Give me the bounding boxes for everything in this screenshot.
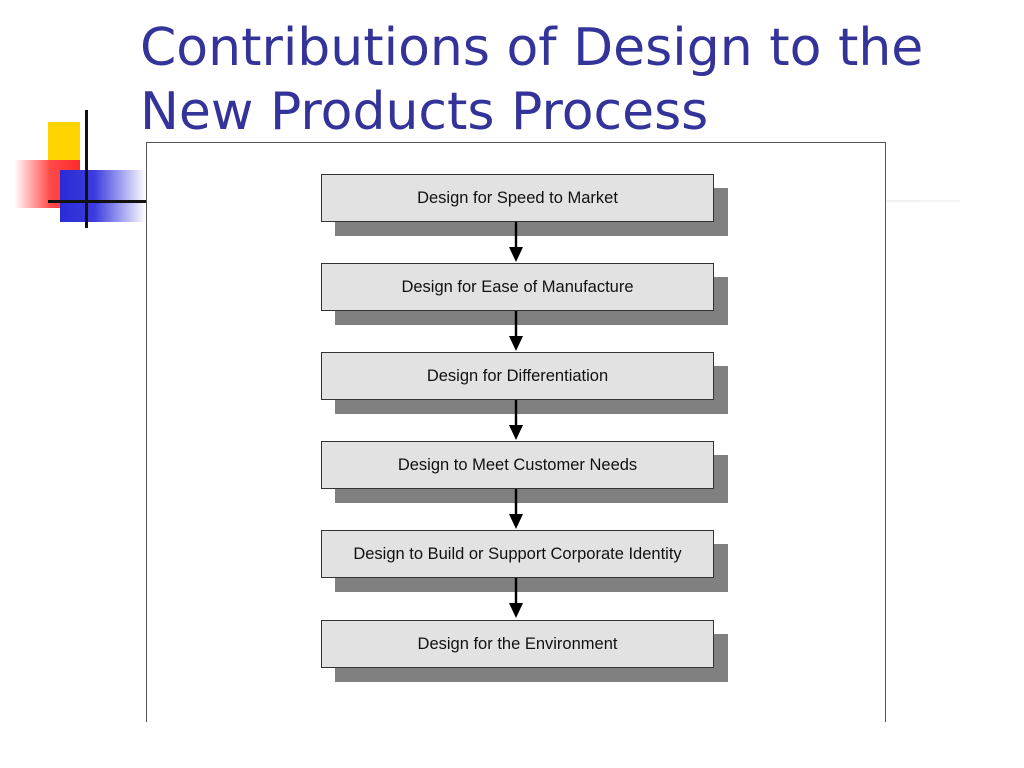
flow-arrow-down-icon: [509, 489, 523, 529]
flow-step-label: Design to Meet Customer Needs: [321, 441, 714, 489]
flow-step-differentiation: Design for Differentiation: [321, 352, 728, 414]
flow-arrow-down-icon: [509, 400, 523, 440]
flow-step-customer-needs: Design to Meet Customer Needs: [321, 441, 728, 503]
flow-step-label: Design for Speed to Market: [321, 174, 714, 222]
flow-arrow-down-icon: [509, 578, 523, 618]
flow-step-environment: Design for the Environment: [321, 620, 728, 682]
flow-step-label: Design to Build or Support Corporate Ide…: [321, 530, 714, 578]
slide-title: Contributions of Design to the New Produ…: [140, 18, 924, 142]
flow-step-corporate-identity: Design to Build or Support Corporate Ide…: [321, 530, 728, 592]
flow-step-speed-to-market: Design for Speed to Market: [321, 174, 728, 236]
flow-step-ease-of-manufacture: Design for Ease of Manufacture: [321, 263, 728, 325]
logo-blue-square: [60, 170, 146, 222]
flow-arrow-down-icon: [509, 311, 523, 351]
logo-crosshair-horizontal: [48, 200, 146, 203]
flow-step-label: Design for the Environment: [321, 620, 714, 668]
logo-crosshair-vertical: [85, 110, 88, 228]
flow-arrow-down-icon: [509, 222, 523, 262]
flow-step-label: Design for Differentiation: [321, 352, 714, 400]
flow-step-label: Design for Ease of Manufacture: [321, 263, 714, 311]
